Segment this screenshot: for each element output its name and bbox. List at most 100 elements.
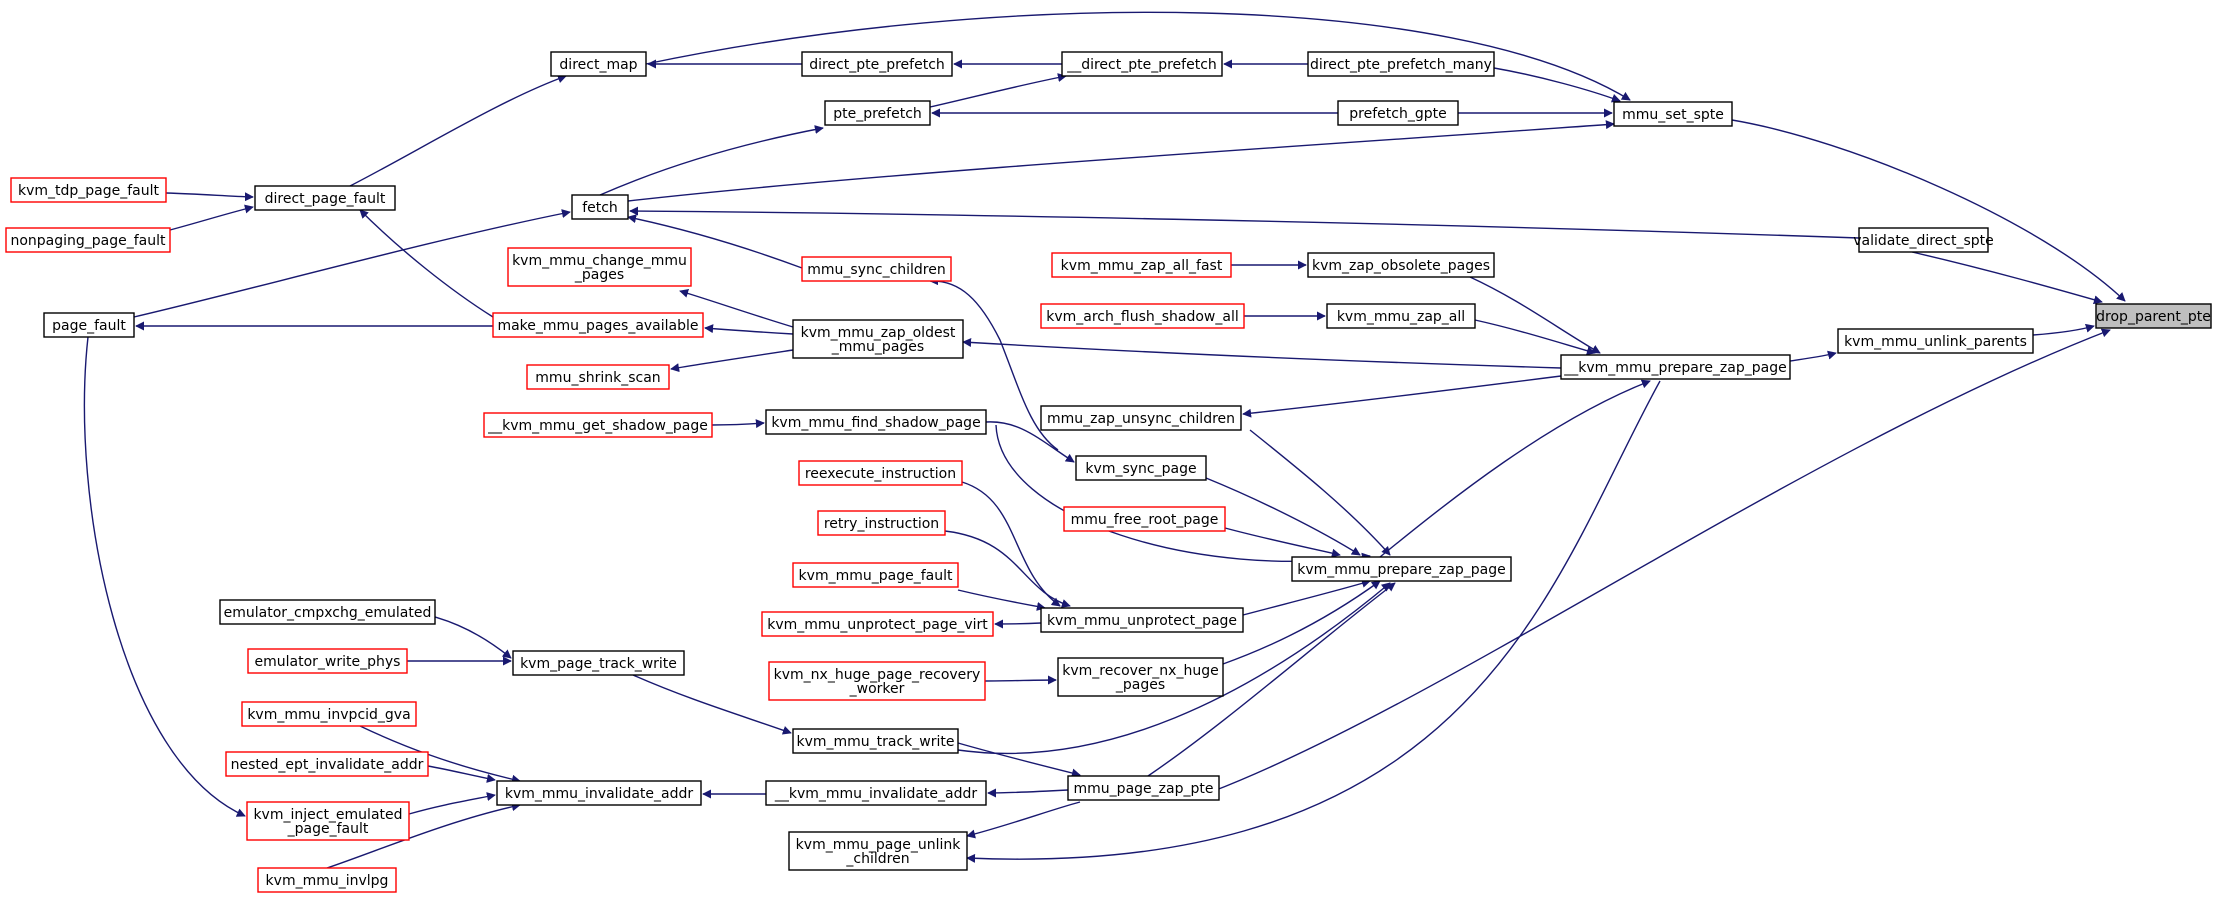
node-box [246, 801, 410, 841]
node-box [1858, 227, 1989, 253]
node-box [824, 100, 931, 126]
edge-invpcid-to-invalidate-addr [359, 725, 521, 784]
edge-page-track-write-to-track-write [632, 674, 792, 735]
node-label: kvm_arch_flush_shadow_all [1046, 309, 1239, 325]
node-nonpaging-page-fault[interactable]: nonpaging_page_fault [5, 227, 171, 253]
node-kvm-mmu-unprotect-page[interactable]: kvm_mmu_unprotect_page [1040, 607, 1244, 633]
node-label: kvm_mmu_prepare_zap_page [1297, 562, 1505, 578]
node-label: direct_page_fault [265, 191, 386, 207]
node-box [241, 701, 417, 727]
node-kvm-recover-nx-huge-pages[interactable]: kvm_recover_nx_huge_pages [1057, 657, 1224, 697]
node-label: _pages [1115, 677, 1165, 693]
node-kvm-mmu-invalidate-addr[interactable]: kvm_mmu_invalidate_addr [496, 780, 702, 806]
node-kvm-mmu-zap-all-fast[interactable]: kvm_mmu_zap_all_fast [1051, 252, 1232, 278]
node-box [1067, 775, 1220, 801]
edge-nx-worker-to-recover-nx [984, 675, 1057, 685]
node-direct-map[interactable]: direct_map [550, 51, 647, 77]
node-box [1837, 328, 2034, 354]
node-mmu-page-zap-pte[interactable]: mmu_page_zap_pte [1067, 775, 1220, 801]
node-label: _page_fault [287, 821, 369, 837]
node-label: __direct_pte_prefetch [1066, 57, 1217, 73]
edge-inject-to-invalidate-addr [408, 792, 496, 815]
node-kvm-mmu-prepare-zap-page[interactable]: __kvm_mmu_prepare_zap_page [1560, 354, 1791, 380]
node-label: emulator_cmpxchg_emulated [224, 605, 432, 621]
node-label: kvm_recover_nx_huge [1062, 663, 1218, 679]
node-box [254, 185, 396, 211]
node-kvm-nx-huge-page-recovery-worker[interactable]: kvm_nx_huge_page_recovery_worker [768, 661, 986, 701]
node-kvm-mmu-unlink-parents[interactable]: kvm_mmu_unlink_parents [1837, 328, 2034, 354]
node-direct-pte-prefetch[interactable]: __direct_pte_prefetch [1061, 51, 1223, 77]
node-mmu-shrink-scan[interactable]: mmu_shrink_scan [526, 364, 670, 390]
edge-prepare-zap-to-unlink-parents [1789, 350, 1837, 362]
node-kvm-mmu-page-unlink-children[interactable]: kvm_mmu_page_unlink_children [788, 831, 968, 871]
node-kvm-mmu-invalidate-addr[interactable]: __kvm_mmu_invalidate_addr [765, 780, 987, 806]
node-box [571, 194, 629, 220]
node-label: direct_map [559, 57, 637, 73]
node-emulator-write-phys[interactable]: emulator_write_phys [247, 648, 408, 674]
node-mmu-set-spte[interactable]: mmu_set_spte [1613, 101, 1733, 127]
edge-prepare-zap-to-unsync-children [1242, 375, 1562, 418]
node-kvm-mmu-invlpg[interactable]: kvm_mmu_invlpg [257, 867, 397, 893]
node-label: kvm_inject_emulated [253, 807, 402, 823]
edge-prepare-zap-to-unlink-children [966, 380, 1661, 863]
node-page-fault[interactable]: page_fault [43, 312, 135, 338]
node-kvm-mmu-find-shadow-page[interactable]: kvm_mmu_find_shadow_page [765, 409, 987, 435]
node-label: mmu_free_root_page [1071, 512, 1219, 528]
edge-tdp-page-fault-to-dpf [165, 192, 254, 202]
node-box [765, 409, 987, 435]
node-kvm-inject-emulated-page-fault[interactable]: kvm_inject_emulated_page_fault [246, 801, 410, 841]
edge-mmu-set-spte-to-root [1731, 119, 2126, 302]
node-kvm-mmu-prepare-zap-page[interactable]: kvm_mmu_prepare_zap_page [1291, 556, 1512, 582]
node-box [507, 247, 692, 287]
node-pte-prefetch[interactable]: pte_prefetch [824, 100, 931, 126]
node-make-mmu-pages-available[interactable]: make_mmu_pages_available [492, 312, 704, 338]
node-label: reexecute_instruction [805, 466, 956, 482]
edge-get-shadow-to-find-shadow [711, 419, 765, 429]
node-kvm-mmu-get-shadow-page[interactable]: __kvm_mmu_get_shadow_page [483, 412, 713, 438]
node-label: mmu_set_spte [1622, 107, 1724, 123]
node-label: mmu_page_zap_pte [1074, 781, 1214, 797]
node-prefetch-gpte[interactable]: prefetch_gpte [1337, 100, 1459, 126]
node-kvm-zap-obsolete-pages[interactable]: kvm_zap_obsolete_pages [1307, 252, 1495, 278]
node-box [792, 562, 959, 588]
node-mmu-zap-unsync-children[interactable]: mmu_zap_unsync_children [1040, 405, 1242, 431]
node-kvm-page-track-write[interactable]: kvm_page_track_write [512, 650, 685, 676]
edge-page-zap-pte-to-unlink-children [966, 801, 1081, 839]
edge-unprotect-to-unprotect-virt [994, 619, 1042, 629]
edges [83, 11, 2126, 869]
node-label: direct_pte_prefetch_many [1310, 57, 1492, 73]
node-label: kvm_mmu_invalidate_addr [505, 786, 694, 802]
node-kvm-mmu-change-mmu-pages[interactable]: kvm_mmu_change_mmu_pages [507, 247, 692, 287]
node-label: kvm_page_track_write [520, 656, 677, 672]
node-box [817, 510, 946, 536]
edge-find-shadow-to-sync-page [985, 421, 1075, 463]
node-mmu-sync-children[interactable]: mmu_sync_children [801, 256, 952, 282]
node-kvm-tdp-page-fault[interactable]: kvm_tdp_page_fault [10, 177, 167, 203]
node-label: kvm_mmu_zap_all_fast [1061, 258, 1223, 274]
node-kvm-mmu-track-write[interactable]: kvm_mmu_track_write [792, 728, 959, 754]
edge-page-fault-to-unprotect [957, 589, 1046, 611]
node-kvm-arch-flush-shadow-all[interactable]: kvm_arch_flush_shadow_all [1040, 303, 1245, 329]
node-kvm-mmu-zap-oldest-mmu-pages[interactable]: kvm_mmu_zap_oldest_mmu_pages [792, 319, 964, 359]
node-reexecute-instruction[interactable]: reexecute_instruction [798, 460, 963, 486]
node-kvm-mmu-free-root-page[interactable]: mmu_free_root_page [1063, 506, 1226, 532]
node-fetch[interactable]: fetch [571, 194, 629, 220]
node-box [5, 227, 171, 253]
node-emulator-cmpxchg-emulated[interactable]: emulator_cmpxchg_emulated [219, 599, 436, 625]
node-kvm-mmu-page-fault[interactable]: kvm_mmu_page_fault [792, 562, 959, 588]
node-label: nonpaging_page_fault [10, 233, 166, 249]
node-kvm-mmu-zap-all[interactable]: kvm_mmu_zap_all [1326, 303, 1476, 329]
node-direct-pte-prefetch[interactable]: direct_pte_prefetch [801, 51, 953, 77]
node-validate-direct-spte[interactable]: validate_direct_spte [1853, 227, 1994, 253]
node-kvm-sync-page[interactable]: kvm_sync_page [1075, 455, 1207, 481]
node-kvm-mmu-unprotect-page-virt[interactable]: kvm_mmu_unprotect_page_virt [761, 611, 994, 637]
node-box [1040, 405, 1242, 431]
node-direct-pte-prefetch-many[interactable]: direct_pte_prefetch_many [1307, 51, 1495, 77]
node-nested-ept-invalidate-addr[interactable]: nested_ept_invalidate_addr [225, 751, 429, 777]
node-label: kvm_mmu_find_shadow_page [771, 415, 980, 431]
edge-page-fault-to-fetch [133, 209, 571, 318]
node-label: kvm_mmu_page_fault [799, 568, 953, 584]
node-direct-page-fault[interactable]: direct_page_fault [254, 185, 396, 211]
node-kvm-mmu-invpcid-gva[interactable]: kvm_mmu_invpcid_gva [241, 701, 417, 727]
node-retry-instruction[interactable]: retry_instruction [817, 510, 946, 536]
